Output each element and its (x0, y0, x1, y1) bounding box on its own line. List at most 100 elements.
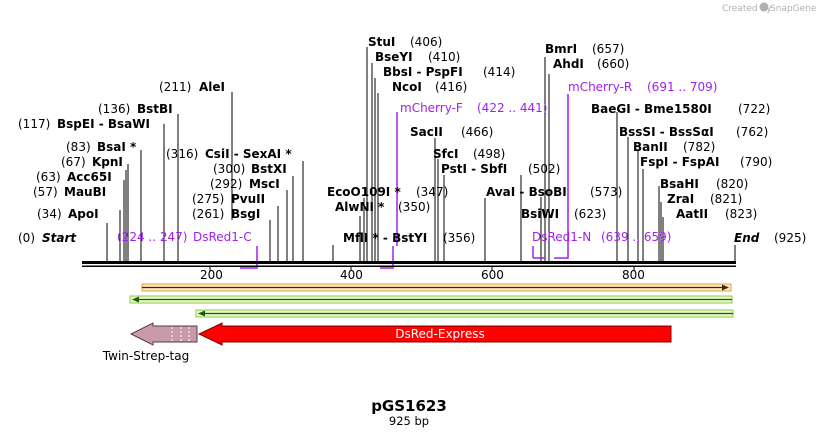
green-track-2-arrow-icon (198, 310, 205, 317)
site-name-bsgi: BsgI (231, 207, 260, 221)
primer-marker-mcherryr (554, 94, 569, 259)
site-pos-kpni: (67) (61, 155, 86, 169)
site-name-apoi: ApoI (68, 207, 99, 221)
site-pos-sfci: (498) (473, 147, 505, 161)
site-name-bspei: BspEI - BsaWI (57, 117, 150, 131)
site-pos-bsahi: (820) (716, 177, 748, 191)
site-name-end: End (734, 231, 760, 245)
site-pos-banii: (782) (683, 140, 715, 154)
site-pos-maubi: (57) (33, 185, 58, 199)
site-name-start: Start (42, 231, 77, 245)
backbone-bottom (82, 265, 736, 267)
site-pos-start: (0) (18, 231, 35, 245)
site-pos-ncoi: (416) (435, 80, 467, 94)
primer-name-mcherryf: mCherry-F (400, 101, 463, 115)
tick-label-800: 800 (622, 268, 645, 282)
site-name-baegi: BaeGI - Bme1580I (591, 102, 712, 116)
site-name-avai: AvaI - BsoBI (486, 185, 567, 199)
primer-markers (240, 94, 569, 269)
site-name-kpni: KpnI (92, 155, 123, 169)
primer-name-dsred1n: DsRed1-N (532, 230, 591, 244)
primer-range-mcherryf: (422 .. 441) (477, 101, 547, 115)
site-name-maubi: MauBI (64, 185, 106, 199)
site-pos-avai: (573) (590, 185, 622, 199)
site-name-ahdi: AhdI (553, 57, 584, 71)
primer-range-mcherryr: (691 .. 709) (647, 80, 717, 94)
map-title: pGS1623 (371, 397, 447, 415)
site-name-alwni: AlwNI * (335, 200, 385, 214)
site-pos-bspei: (117) (18, 117, 50, 131)
primer-range-dsred1n: (639 .. 659) (601, 230, 671, 244)
site-name-bstbi: BstBI (137, 102, 173, 116)
orange-track-arrow-icon (722, 284, 729, 291)
site-pos-alei: (211) (159, 80, 191, 94)
site-pos-baegi: (722) (738, 102, 770, 116)
site-name-bsiwi: BsiWI (521, 207, 559, 221)
primer-marker-mcherryf (380, 246, 394, 269)
twin-strep-tag-feature (129, 322, 198, 346)
site-name-zrai: ZraI (667, 192, 694, 206)
site-name-bbsi: BbsI - PspFI (383, 65, 463, 79)
twin-strep-tag-label: Twin-Strep-tag (102, 349, 189, 363)
site-pos-bmri: (657) (592, 42, 624, 56)
dsred-express-label: DsRed-Express (395, 327, 484, 341)
site-name-bmri: BmrI (545, 42, 577, 56)
primer-name-mcherryr: mCherry-R (568, 80, 632, 94)
tick-label-400: 400 (340, 268, 363, 282)
primer-name-dsred1c: DsRed1-C (193, 230, 252, 244)
tick-label-200: 200 (200, 268, 223, 282)
site-pos-end: (925) (774, 231, 806, 245)
tick-label-600: 600 (481, 268, 504, 282)
site-pos-bstxi: (300) (213, 162, 245, 176)
site-pos-csii: (316) (166, 147, 198, 161)
site-pos-bsssi: (762) (736, 125, 768, 139)
site-pos-msci: (292) (210, 177, 242, 191)
site-name-bstxi: BstXI (251, 162, 287, 176)
site-pos-bstbi: (136) (98, 102, 130, 116)
site-pos-pvuii: (275) (192, 192, 224, 206)
site-name-mfli: MflI * - BstYI (343, 231, 427, 245)
site-pos-saci: (466) (461, 125, 493, 139)
site-name-saci: SacII (410, 125, 443, 139)
site-pos-bsiwi: (623) (574, 207, 606, 221)
site-pos-bsgi: (261) (192, 207, 224, 221)
site-pos-psti: (502) (528, 162, 560, 176)
credit-prefix: Created by (722, 4, 772, 14)
site-name-bsssi: BssSI - BssSαI (619, 125, 714, 139)
site-name-ecoo109i: EcoO109I * (327, 185, 401, 199)
site-pos-bsai: (83) (66, 140, 91, 154)
site-pos-stui: (406) (410, 35, 442, 49)
site-name-bseyi: BseYI (375, 50, 413, 64)
backbone-top (82, 261, 736, 264)
site-name-stui: StuI (368, 35, 395, 49)
site-name-acc65i: Acc65I (67, 170, 112, 184)
green-track-1-arrow-icon (132, 296, 139, 303)
site-name-ncoi: NcoI (392, 80, 422, 94)
site-name-bsai: BsaI * (97, 140, 137, 154)
site-name-msci: MscI (249, 177, 280, 191)
dsred-express-feature (197, 322, 672, 346)
primer-range-dsred1c: (224 .. 247) (117, 230, 187, 244)
site-name-pvuii: PvuII (231, 192, 265, 206)
site-name-fspi: FspI - FspAI (640, 155, 719, 169)
site-pos-ecoo109i: (347) (416, 185, 448, 199)
credit-brand: SnapGene (770, 4, 817, 14)
site-lines (106, 47, 736, 264)
primer-marker-dsred1c (240, 246, 258, 269)
site-pos-zrai: (821) (710, 192, 742, 206)
site-pos-fspi: (790) (740, 155, 772, 169)
site-name-aatii: AatII (676, 207, 708, 221)
site-name-sfci: SfcI (433, 147, 458, 161)
site-name-csii: CsiI - SexAI * (205, 147, 292, 161)
site-pos-acc65i: (63) (36, 170, 61, 184)
site-pos-ahdi: (660) (597, 57, 629, 71)
site-pos-apoi: (34) (37, 207, 62, 221)
site-name-alei: AleI (199, 80, 225, 94)
site-pos-mfli: (356) (443, 231, 475, 245)
site-name-banii: BanII (633, 140, 668, 154)
site-pos-alwni: (350) (398, 200, 430, 214)
site-name-bsahi: BsaHI (660, 177, 699, 191)
site-pos-bseyi: (410) (428, 50, 460, 64)
scale-ticks (209, 267, 635, 271)
